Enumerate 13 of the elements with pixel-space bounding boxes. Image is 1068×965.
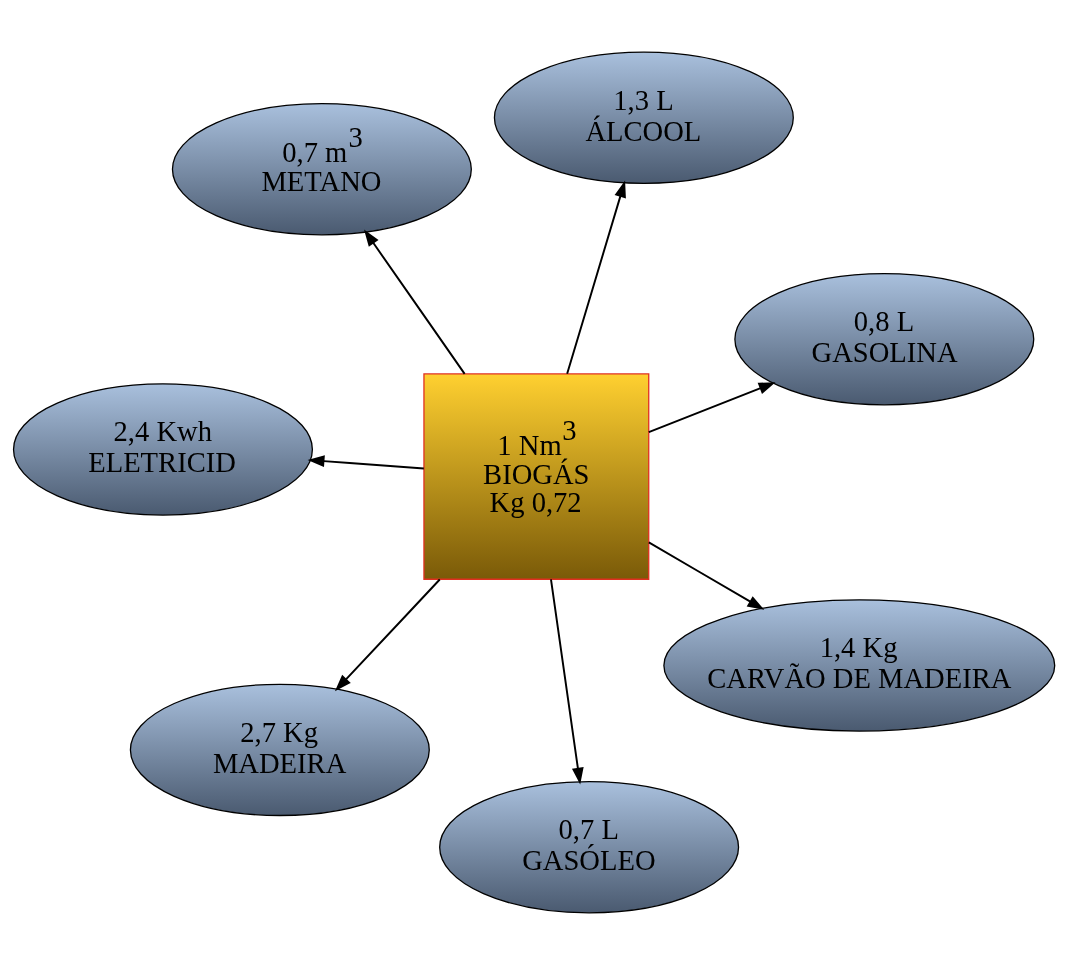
node-ellipse: 1,4 Kg CARVÃO DE MADEIRA — [663, 599, 1056, 732]
arrow — [647, 541, 765, 610]
arrow — [566, 180, 626, 375]
node-ellipse: 2,4 Kwh ELETRICID — [12, 383, 314, 516]
node-ellipse: 2,7 Kg MADEIRA — [129, 683, 430, 817]
node-ellipse: 1,3 L ÁLCOOL — [493, 51, 794, 185]
arrow — [307, 455, 425, 470]
arrow — [334, 578, 441, 692]
node-ellipse: 0,7 L GASÓLEO — [439, 780, 740, 914]
arrow — [647, 382, 776, 434]
arrow — [550, 578, 584, 785]
node-ellipse: 0,8 L GASOLINA — [734, 272, 1035, 406]
arrow — [364, 229, 466, 375]
